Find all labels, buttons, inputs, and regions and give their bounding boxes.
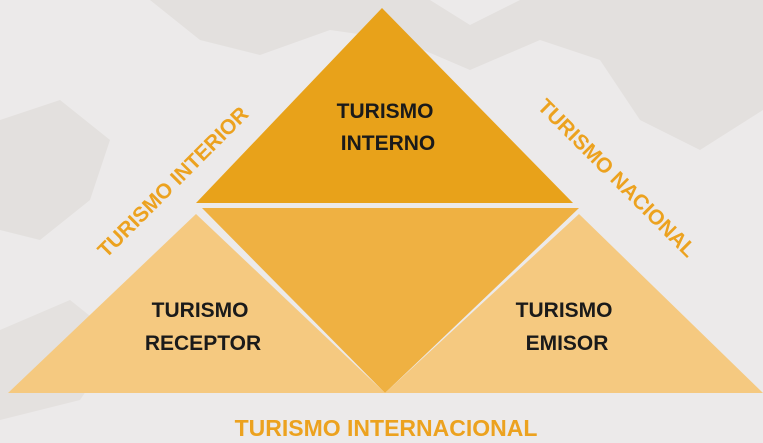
right-triangle (385, 214, 763, 393)
left-triangle (8, 214, 385, 393)
right-triangle-label-line1: TURISMO (516, 299, 613, 322)
top-triangle (196, 8, 573, 203)
top-triangle-label-line1: TURISMO (337, 100, 434, 123)
left-triangle-label-line2: RECEPTOR (145, 332, 261, 355)
center-square (202, 208, 579, 393)
right-triangle-label: TURISMO EMISOR (516, 299, 619, 355)
right-triangle-label-line2: EMISOR (526, 332, 609, 355)
top-triangle-label-line2: INTERNO (341, 132, 436, 155)
edge-label-bottom: TURISMO INTERNACIONAL (235, 415, 538, 441)
left-triangle-label-line1: TURISMO (152, 299, 249, 322)
map-landmass-left (0, 100, 110, 240)
map-landmass-top (150, 0, 763, 150)
left-triangle-label: TURISMO RECEPTOR (145, 299, 261, 355)
top-triangle-label: TURISMO INTERNO (337, 100, 440, 155)
